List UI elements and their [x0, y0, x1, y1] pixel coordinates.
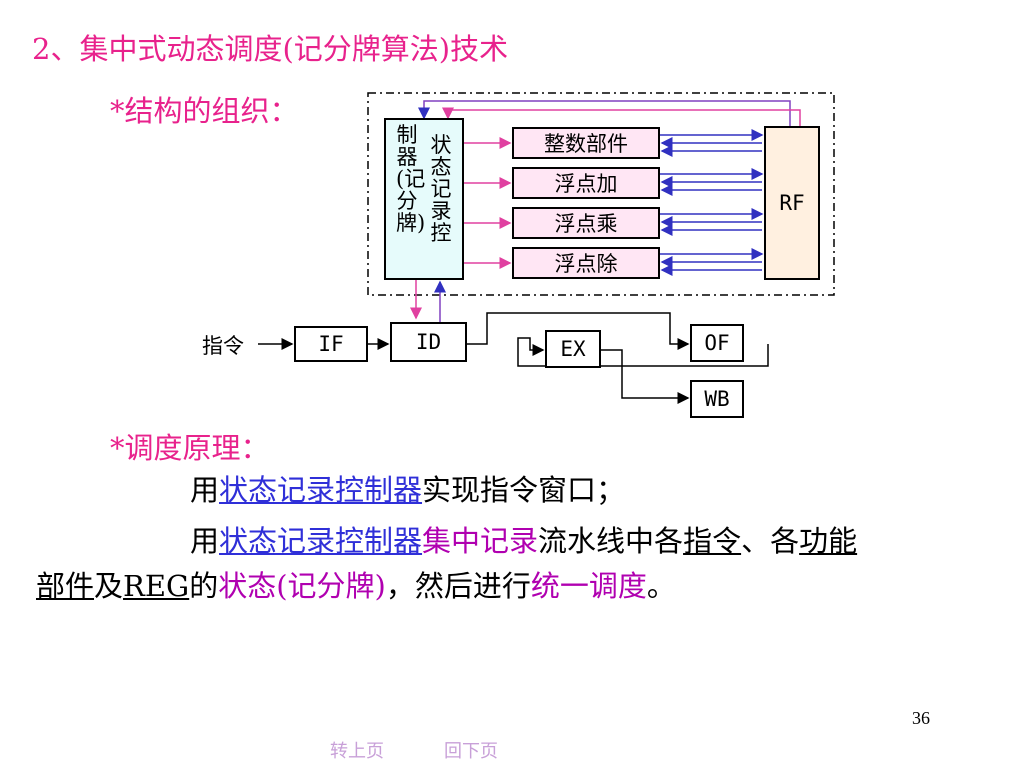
stage-id-label: ID [415, 330, 442, 354]
register-file-box: RF [764, 126, 820, 280]
line3-component: 部件 [36, 569, 95, 603]
page-number: 36 [912, 708, 930, 728]
principle-line-2: 用状态记录控制器集中记录流水线中各指令、各功能 [190, 521, 857, 561]
status-controller-link-2[interactable]: 状态记录控制器 [219, 524, 423, 558]
principle-line-3: 部件及REG的状态(记分牌)，然后进行统一调度。 [36, 566, 676, 606]
unit-integer-label: 整数部件 [544, 132, 628, 156]
controller-label-right: 状态记录控 [430, 133, 452, 245]
instruction-input-label: 指令 [202, 334, 244, 358]
section-heading-structure: *结构的组织： [110, 94, 299, 128]
stage-wb-label: WB [704, 387, 730, 411]
status-record-controller-box: 制器(记分牌) 状态记录控 [384, 118, 464, 280]
status-controller-link-1[interactable]: 状态记录控制器 [219, 473, 423, 507]
stage-of-box: OF [690, 324, 744, 362]
line1-post: 实现指令窗口； [422, 473, 626, 507]
line3-status-scoreboard: 状态(记分牌) [218, 569, 386, 603]
line2-centralized-record: 集中记录 [422, 524, 539, 558]
stage-of-label: OF [704, 331, 730, 355]
line3-end: 。 [646, 569, 676, 603]
line2-pre: 用 [190, 524, 220, 558]
unit-fp-mul-label: 浮点乘 [554, 212, 618, 236]
controller-label-left: 制器(记分牌) [396, 123, 426, 235]
stage-id-box: ID [390, 322, 467, 362]
line2-instruction: 指令 [683, 524, 742, 558]
unit-fp-add-box: 浮点加 [512, 167, 660, 199]
line2-sep: 、各 [741, 524, 800, 558]
line3-mid: ，然后进行 [385, 569, 531, 603]
section-heading-principle: *调度原理： [110, 431, 270, 465]
stage-if-label: IF [318, 332, 344, 356]
principle-line-1: 用状态记录控制器实现指令窗口； [190, 470, 625, 510]
stage-ex-label: EX [560, 337, 586, 361]
line3-of: 的 [189, 569, 219, 603]
page-title: 2、集中式动态调度(记分牌算法)技术 [32, 32, 509, 66]
stage-ex-box: EX [545, 330, 601, 368]
stage-wb-box: WB [690, 380, 744, 418]
unit-fp-mul-box: 浮点乘 [512, 207, 660, 239]
line2-mid: 流水线中各 [538, 524, 684, 558]
line1-pre: 用 [190, 473, 220, 507]
nav-prev-link[interactable]: 转上页 [330, 741, 384, 762]
line3-reg: REG [123, 569, 190, 603]
unit-integer-box: 整数部件 [512, 127, 660, 159]
unit-fp-div-box: 浮点除 [512, 247, 660, 279]
stage-if-box: IF [294, 326, 368, 362]
nav-next-link[interactable]: 回下页 [444, 741, 498, 762]
unit-fp-add-label: 浮点加 [554, 172, 618, 196]
register-file-label: RF [779, 191, 805, 215]
line2-function: 功能 [799, 524, 858, 558]
line3-and: 及 [94, 569, 124, 603]
unit-fp-div-label: 浮点除 [554, 252, 618, 276]
line3-unified-scheduling: 统一调度 [530, 569, 647, 603]
